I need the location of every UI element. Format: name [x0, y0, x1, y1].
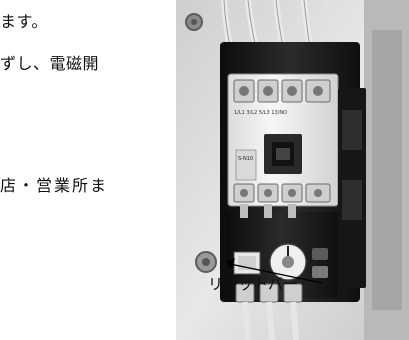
body-text-line-3: 店・営業所ま: [0, 176, 109, 195]
body-text-line-1: ます。: [0, 12, 48, 31]
body-text-line-2: ずし、電磁開: [0, 54, 100, 73]
magnetic-contactor-photo: 1/L1 3/L2 5/L3 13/NO S-N10: [176, 0, 409, 340]
terminal-top-label: 1/L1 3/L2 5/L3 13/NO: [234, 110, 287, 116]
reset-bar-label: リセットバー: [208, 275, 299, 293]
model-label: S-N10: [238, 156, 253, 162]
